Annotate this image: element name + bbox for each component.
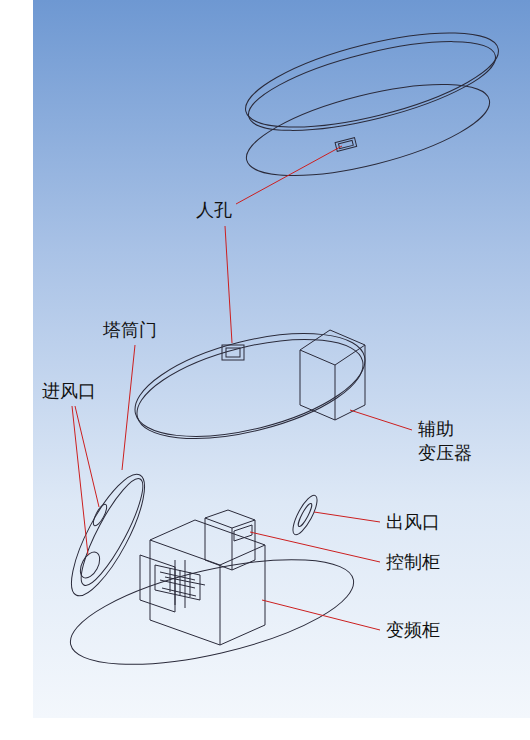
part-label: 辅助 变压器 bbox=[418, 417, 474, 466]
internal-components bbox=[165, 560, 205, 608]
control-cabinet bbox=[205, 510, 255, 570]
leader-line bbox=[72, 406, 88, 555]
part-label: 变频柜 bbox=[386, 618, 440, 642]
leader-line bbox=[122, 345, 135, 470]
leader-line bbox=[262, 600, 380, 630]
leader-line bbox=[250, 532, 380, 562]
manhole-inner bbox=[226, 348, 240, 357]
cabinet-door bbox=[234, 525, 252, 541]
leader-line bbox=[314, 512, 380, 522]
converter-cabinet bbox=[150, 520, 265, 645]
air-outlet bbox=[288, 492, 321, 537]
part-label: 控制柜 bbox=[386, 550, 440, 574]
leader-line bbox=[236, 146, 342, 204]
part-label: 进风口 bbox=[42, 379, 96, 403]
leader-line bbox=[350, 410, 412, 430]
leader-line bbox=[225, 226, 232, 343]
transformer-box bbox=[300, 330, 365, 420]
manhole-inner bbox=[338, 140, 353, 148]
upper-ring bbox=[238, 66, 498, 194]
air-inlet bbox=[91, 503, 109, 528]
manhole bbox=[335, 138, 357, 152]
platform-edge bbox=[127, 320, 372, 458]
part-label: 塔筒门 bbox=[103, 318, 157, 342]
part-label: 人孔 bbox=[196, 198, 232, 222]
leader-line bbox=[75, 406, 99, 507]
air-outlet-inner bbox=[296, 502, 314, 528]
part-label: 出风口 bbox=[386, 510, 440, 534]
air-inlet bbox=[76, 549, 103, 581]
tower-door bbox=[58, 466, 157, 605]
background-panel bbox=[33, 0, 530, 718]
floor bbox=[61, 538, 362, 685]
manhole bbox=[222, 345, 244, 360]
